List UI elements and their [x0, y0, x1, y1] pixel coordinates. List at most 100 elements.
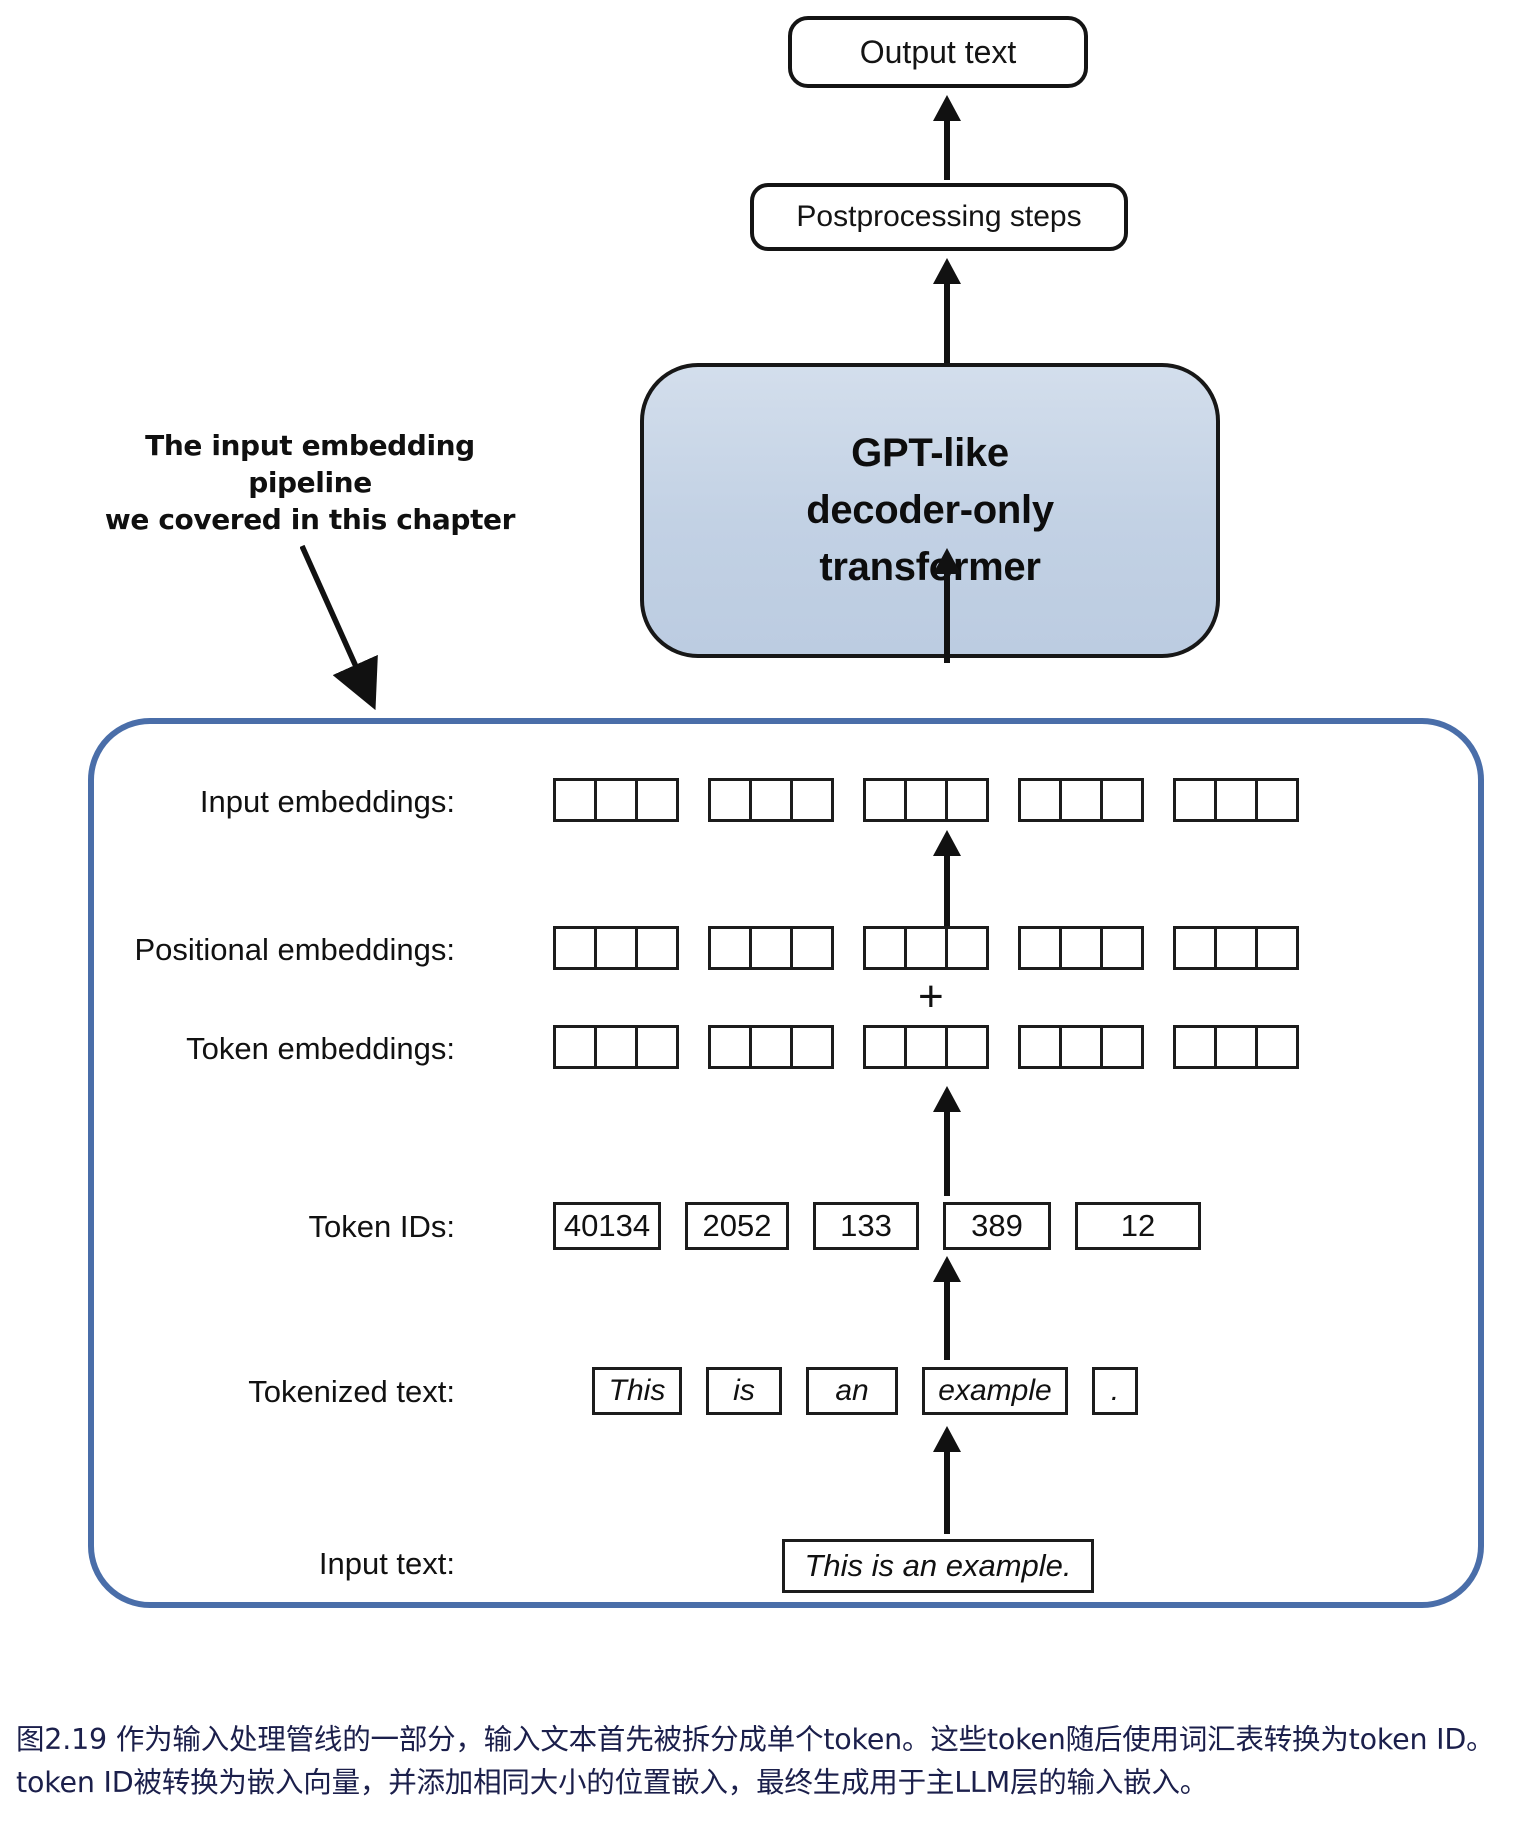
- token-id-box: 2052: [685, 1202, 789, 1250]
- positional-embeddings-label: Positional embeddings:: [134, 932, 455, 967]
- token-embeddings-label: Token embeddings:: [186, 1031, 455, 1066]
- embedding-group: [553, 926, 679, 970]
- embedding-cell: [708, 1025, 752, 1069]
- token-id-box: 133: [813, 1202, 919, 1250]
- output-text-label: Output text: [859, 33, 1017, 70]
- embedding-cell: [553, 926, 597, 970]
- embedding-cell: [863, 1025, 907, 1069]
- embedding-cell: [749, 778, 793, 822]
- embedding-cell: [635, 1025, 679, 1069]
- embedding-group: [1018, 926, 1144, 970]
- arrow-tokenids-to-embeddings: [932, 1086, 962, 1196]
- embedding-cell: [904, 1025, 948, 1069]
- embedding-cell: [790, 926, 834, 970]
- output-text-box: Output text: [788, 16, 1088, 88]
- tokenized-text-row: This is an example .: [592, 1367, 1138, 1415]
- embedding-cell: [1100, 926, 1144, 970]
- embedding-cell: [1059, 926, 1103, 970]
- embedding-cell: [945, 778, 989, 822]
- token-box: is: [706, 1367, 782, 1415]
- embedding-cell: [1173, 778, 1217, 822]
- embedding-cell: [904, 926, 948, 970]
- embedding-group: [708, 778, 834, 822]
- embedding-cell: [790, 1025, 834, 1069]
- token-box: .: [1092, 1367, 1138, 1415]
- token-box: example: [922, 1367, 1068, 1415]
- embedding-cell: [1173, 1025, 1217, 1069]
- embedding-group: [708, 1025, 834, 1069]
- token-id-box: 389: [943, 1202, 1051, 1250]
- embedding-cell: [1059, 778, 1103, 822]
- input-embeddings-label: Input embeddings:: [199, 784, 455, 819]
- embedding-group: [863, 778, 989, 822]
- embedding-cell: [1018, 1025, 1062, 1069]
- embedding-cell: [708, 926, 752, 970]
- embedding-group: [1173, 778, 1299, 822]
- embedding-cell: [1214, 1025, 1258, 1069]
- input-embedding-pipeline-container: [88, 718, 1484, 1608]
- token-ids-label: Token IDs:: [308, 1209, 455, 1244]
- embedding-group: [1173, 1025, 1299, 1069]
- embedding-cell: [1255, 778, 1299, 822]
- embedding-cell: [1255, 926, 1299, 970]
- embedding-cell: [594, 926, 638, 970]
- embedding-cell: [594, 1025, 638, 1069]
- postprocessing-label: Postprocessing steps: [796, 200, 1082, 233]
- token-id-box: 12: [1075, 1202, 1201, 1250]
- embedding-cell: [1018, 926, 1062, 970]
- embedding-cell: [790, 778, 834, 822]
- arrow-sum-to-input-embeddings: [932, 830, 962, 930]
- embedding-cell: [594, 778, 638, 822]
- embedding-cell: [1018, 778, 1062, 822]
- embedding-cell: [1100, 1025, 1144, 1069]
- embedding-cell: [553, 778, 597, 822]
- input-text-label: Input text:: [318, 1546, 455, 1581]
- token-id-box: 40134: [553, 1202, 661, 1250]
- embedding-group: [863, 926, 989, 970]
- embedding-cell: [1214, 778, 1258, 822]
- embedding-cell: [635, 926, 679, 970]
- embedding-cell: [1255, 1025, 1299, 1069]
- plus-operator: +: [918, 972, 944, 1021]
- transformer-line-1: GPT-like: [851, 431, 1009, 476]
- embedding-cell: [708, 778, 752, 822]
- embedding-cell: [749, 926, 793, 970]
- embedding-cell: [635, 778, 679, 822]
- arrow-transformer-to-postprocessing: [932, 258, 962, 363]
- postprocessing-box: Postprocessing steps: [750, 183, 1128, 251]
- arrow-inputtext-to-tokens: [932, 1426, 962, 1534]
- embedding-cell: [749, 1025, 793, 1069]
- embedding-group: [553, 778, 679, 822]
- arrow-embeddings-to-transformer: [932, 548, 962, 663]
- embedding-cell: [945, 926, 989, 970]
- embedding-group: [1018, 1025, 1144, 1069]
- transformer-block: GPT-like decoder-only transformer: [640, 363, 1220, 658]
- embedding-cell: [904, 778, 948, 822]
- positional-embeddings-row: [553, 926, 1299, 970]
- embedding-cell: [945, 1025, 989, 1069]
- tokenized-text-label: Tokenized text:: [248, 1374, 455, 1409]
- token-box: an: [806, 1367, 898, 1415]
- figure-caption: 图2.19 作为输入处理管线的一部分，输入文本首先被拆分成单个token。这些t…: [16, 1723, 1495, 1800]
- embedding-cell: [553, 1025, 597, 1069]
- embedding-group: [1173, 926, 1299, 970]
- arrow-postprocessing-to-output: [932, 95, 962, 180]
- transformer-line-3: transformer: [819, 544, 1041, 589]
- embedding-group: [553, 1025, 679, 1069]
- annotation-line-2: we covered in this chapter: [104, 502, 516, 536]
- embedding-cell: [1059, 1025, 1103, 1069]
- transformer-line-2: decoder-only: [806, 488, 1054, 533]
- annotation-line-1: The input embedding pipeline: [145, 429, 475, 499]
- input-embeddings-row: [553, 778, 1299, 822]
- embedding-cell: [863, 778, 907, 822]
- arrow-tokens-to-tokenids: [932, 1256, 962, 1360]
- embedding-cell: [1214, 926, 1258, 970]
- token-ids-row: 40134 2052 133 389 12: [553, 1202, 1201, 1250]
- annotation-note: The input embedding pipeline we covered …: [95, 428, 525, 539]
- embedding-group: [708, 926, 834, 970]
- token-box: This: [592, 1367, 682, 1415]
- token-embeddings-row: [553, 1025, 1299, 1069]
- embedding-cell: [1100, 778, 1144, 822]
- embedding-cell: [863, 926, 907, 970]
